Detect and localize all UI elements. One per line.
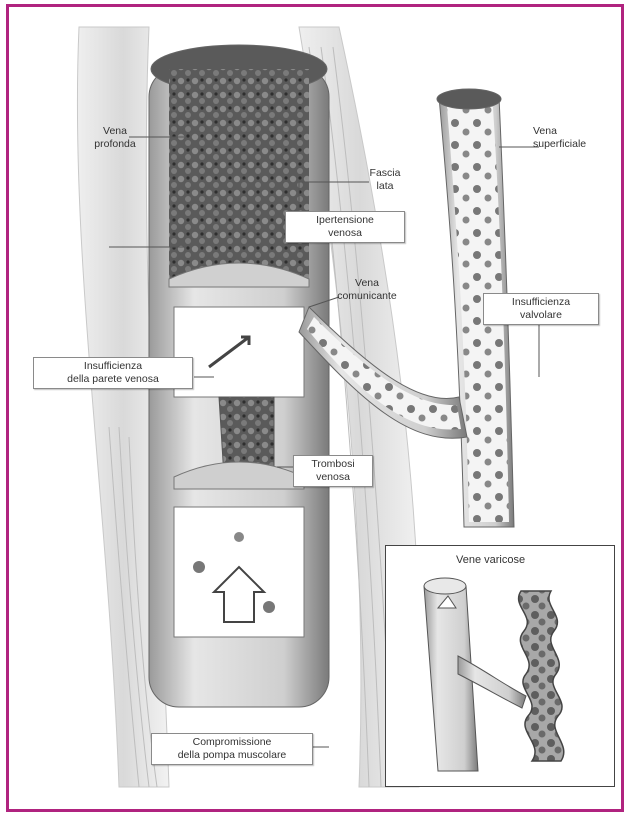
- label-line: venosa: [290, 227, 400, 240]
- label-line: profonda: [85, 138, 145, 151]
- label-line: della pompa muscolare: [156, 749, 308, 762]
- label-line: Vena: [85, 125, 145, 138]
- varicose-inset: Vene varicose: [385, 545, 615, 787]
- label-line: Fascia: [365, 167, 405, 180]
- label-line: comunicante: [327, 290, 407, 303]
- label-vena-profonda: Vena profonda: [85, 125, 145, 151]
- label-line: Ipertensione: [290, 214, 400, 227]
- label-vena-comunicante: Vena comunicante: [327, 277, 407, 303]
- label-vena-superficiale: Vena superficiale: [533, 125, 613, 151]
- figure-frame: Vena profonda Vena superficiale Fascia l…: [6, 4, 624, 812]
- label-ipertensione-venosa: Ipertensione venosa: [285, 211, 405, 243]
- label-line: Vena: [327, 277, 407, 290]
- label-line: superficiale: [533, 138, 613, 151]
- varicose-veins-illustration: [386, 546, 614, 786]
- label-line: Compromissione: [156, 736, 308, 749]
- label-line: Vena: [533, 125, 613, 138]
- label-insufficienza-parete: Insufficienza della parete venosa: [33, 357, 193, 389]
- label-insufficienza-valvolare: Insufficienza valvolare: [483, 293, 599, 325]
- label-line: lata: [365, 180, 405, 193]
- label-line: della parete venosa: [38, 373, 188, 386]
- label-trombosi-venosa: Trombosi venosa: [293, 455, 373, 487]
- label-line: Insufficienza: [38, 360, 188, 373]
- label-line: Insufficienza: [488, 296, 594, 309]
- label-fascia-lata: Fascia lata: [365, 167, 405, 193]
- label-line: venosa: [298, 471, 368, 484]
- label-line: valvolare: [488, 309, 594, 322]
- label-line: Trombosi: [298, 458, 368, 471]
- label-compromissione-pompa: Compromissione della pompa muscolare: [151, 733, 313, 765]
